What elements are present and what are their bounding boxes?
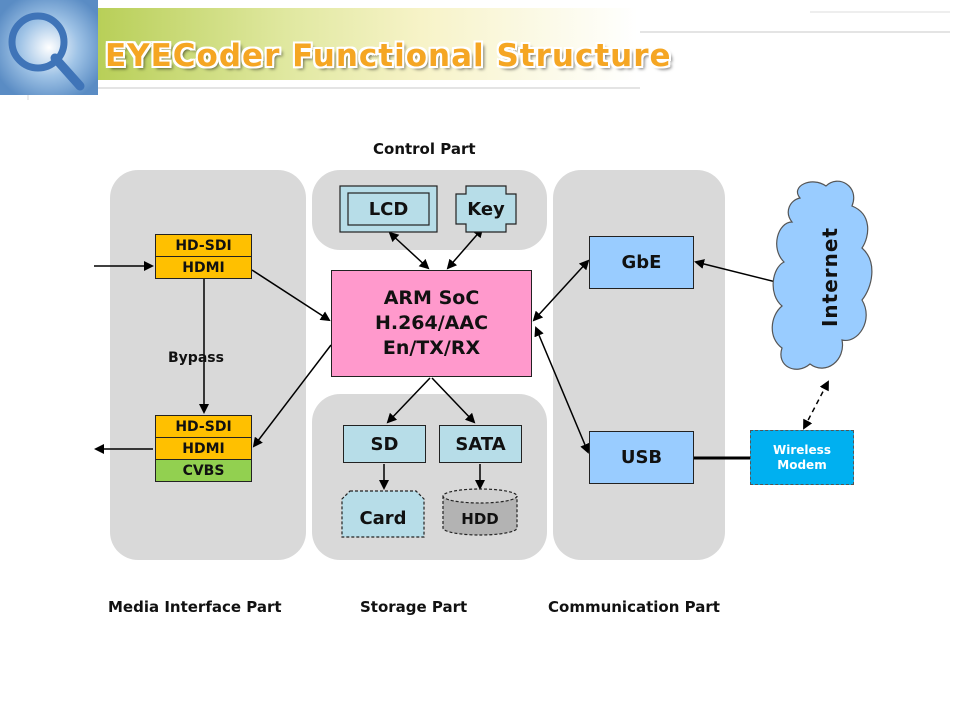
- hd-sdi-output-box: HD-SDI: [155, 415, 252, 438]
- gbe-internet-arrow: [694, 259, 786, 287]
- card-label: Card: [359, 507, 407, 529]
- hdd-label: HDD: [461, 510, 499, 528]
- key-soc-arrow: [446, 227, 484, 270]
- storage-part-label: Storage Part: [360, 598, 468, 616]
- hdmi-input-box: HDMI: [155, 256, 252, 279]
- soc-line-3: En/TX/RX: [382, 337, 481, 359]
- gbe-box: GbE: [589, 236, 694, 289]
- lcd-label: LCD: [368, 198, 409, 220]
- soc-sd-arrow: [386, 377, 431, 424]
- wireless-modem-box: Wireless Modem: [750, 430, 854, 485]
- sata-box: SATA: [439, 425, 522, 463]
- arm-soc-box: ARM SoC H.264/AAC En/TX/RX: [331, 270, 532, 377]
- usb-box: USB: [589, 431, 694, 484]
- lcd-soc-arrow: [388, 231, 430, 270]
- logo-ring: [8, 12, 68, 72]
- hdmi-output-box: HDMI: [155, 437, 252, 460]
- lcd-screen: [347, 192, 430, 226]
- logo-handle: [50, 53, 85, 91]
- soc-line-2: H.264/AAC: [374, 312, 489, 334]
- card-shape: [341, 490, 425, 538]
- input-to-soc-arrow: [251, 269, 331, 322]
- key-shape: [455, 185, 517, 233]
- wireless-line-1: Wireless: [773, 442, 831, 457]
- page-title: EYECoder Functional Structure: [105, 38, 672, 74]
- soc-line-1: ARM SoC: [383, 287, 480, 309]
- key-label: Key: [467, 198, 505, 220]
- soc-sata-arrow: [431, 377, 476, 424]
- wireless-line-2: Modem: [777, 457, 827, 472]
- sd-box: SD: [343, 425, 426, 463]
- internet-label: Internet: [818, 226, 842, 328]
- soc-to-output-arrow: [252, 344, 332, 448]
- soc-gbe-arrow: [532, 259, 590, 322]
- media-interface-part-label: Media Interface Part: [108, 598, 282, 616]
- control-part-label: Control Part: [373, 140, 476, 158]
- cvbs-output-box: CVBS: [155, 459, 252, 482]
- header-decoration: [0, 0, 950, 100]
- internet-cloud: [771, 180, 873, 370]
- soc-usb-arrow: [534, 326, 590, 454]
- hdd-cylinder: [442, 488, 518, 536]
- communication-part-label: Communication Part: [548, 598, 720, 616]
- modem-internet-arrow: [803, 380, 829, 430]
- bypass-label: Bypass: [168, 350, 224, 366]
- header-banner: [98, 8, 638, 80]
- hd-sdi-input-box: HD-SDI: [155, 234, 252, 257]
